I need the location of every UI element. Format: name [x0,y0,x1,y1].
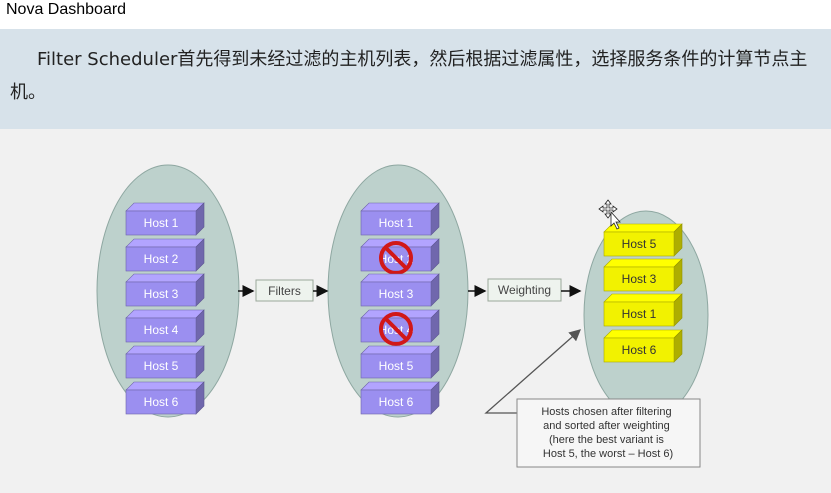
prohibited-slash [384,246,408,270]
move-cursor-icon [598,199,621,230]
host-label: Host 4 [144,323,179,337]
host-box: Host 2 [360,238,440,275]
note-line: (here the best variant is [549,434,664,446]
note-text: Hosts chosen after filtering and sorted … [541,406,674,460]
all-hosts-column: Host 1 Host 2 Host 3 Host 4 Host 5 Host 6 [125,202,205,415]
box-front-face [603,266,675,292]
host-label: Host 1 [144,216,179,230]
host-box: Host 3 [360,273,440,307]
host-label: Host 6 [622,343,657,357]
box-top-face [125,345,205,355]
box-top-face [125,309,205,319]
host-box: Host 3 [125,273,205,307]
note-box [516,398,701,468]
note-pointer [484,329,581,414]
host-box: Host 5 [125,345,205,379]
box-front-face [125,246,197,272]
host-label: Host 1 [622,307,657,321]
selected-host-box: Host 3 [603,258,683,292]
note-line: Hosts chosen after filtering [541,406,671,418]
host-label: Host 3 [622,272,657,286]
host-box: Host 1 [360,202,440,236]
box-front-face [125,281,197,307]
box-front-face [360,281,432,307]
box-front-face [125,353,197,379]
host-label: Host 6 [379,395,414,409]
box-top-face [360,345,440,355]
host-box: Host 4 [125,309,205,343]
host-box: Host 6 [360,381,440,415]
box-front-face [603,337,675,363]
host-label: Host 5 [622,237,657,251]
prohibited-icon [379,241,413,275]
scheduler-diagram: Host 1 Host 2 Host 3 Host 4 Host 5 Host 6 Hos… [96,164,709,468]
box-front-face [125,317,197,343]
box-top-face [360,273,440,283]
host-label: Host 1 [379,216,414,230]
host-label: Host 3 [144,287,179,301]
weighting-label: Weighting [498,283,551,297]
selected-host-box: Host 1 [603,293,683,327]
prohibited-icon [379,312,413,346]
filtered-hosts-column: Host 1 Host 2 Host 3 Host 4 Host 5 Host 6 [360,202,440,415]
box-top-face [360,202,440,212]
page-title: Nova Dashboard [6,1,127,18]
caption-text: Filter Scheduler首先得到未经过滤的主机列表，然后根据过滤属性，选… [10,49,808,103]
selected-host-box: Host 6 [603,329,683,363]
box-top-face [603,258,683,268]
host-label: Host 5 [144,359,179,373]
host-label: Host 6 [144,395,179,409]
weighted-hosts-column: Host 5 Host 3 Host 1 Host 6 [603,223,683,363]
box-top-face [360,381,440,391]
host-label: Host 5 [379,359,414,373]
filters-label: Filters [268,284,301,298]
caption-band: Filter Scheduler首先得到未经过滤的主机列表，然后根据过滤属性，选… [0,29,831,129]
slide-content: Filter Scheduler首先得到未经过滤的主机列表，然后根据过滤属性，选… [0,29,831,493]
host-box: Host 4 [360,309,440,346]
host-box: Host 1 [125,202,205,236]
host-label: Host 2 [144,252,179,266]
host-label: Host 3 [379,287,414,301]
box-front-face [360,389,432,415]
box-top-face [125,273,205,283]
selected-host-box: Host 5 [603,223,683,257]
host-box: Host 2 [125,238,205,272]
box-top-face [125,202,205,212]
note-line: and sorted after weighting [543,420,670,432]
note-line: Host 5, the worst – Host 6) [543,448,673,460]
box-front-face [360,210,432,236]
weighting-box [487,278,562,302]
box-front-face [125,210,197,236]
host-box: Host 6 [125,381,205,415]
box-top-face [125,381,205,391]
box-front-face [603,301,675,327]
box-front-face [603,231,675,257]
box-top-face [603,293,683,303]
box-front-face [125,389,197,415]
box-front-face [360,353,432,379]
box-top-face [603,329,683,339]
prohibited-slash [384,317,408,341]
host-box: Host 5 [360,345,440,379]
box-top-face [125,238,205,248]
